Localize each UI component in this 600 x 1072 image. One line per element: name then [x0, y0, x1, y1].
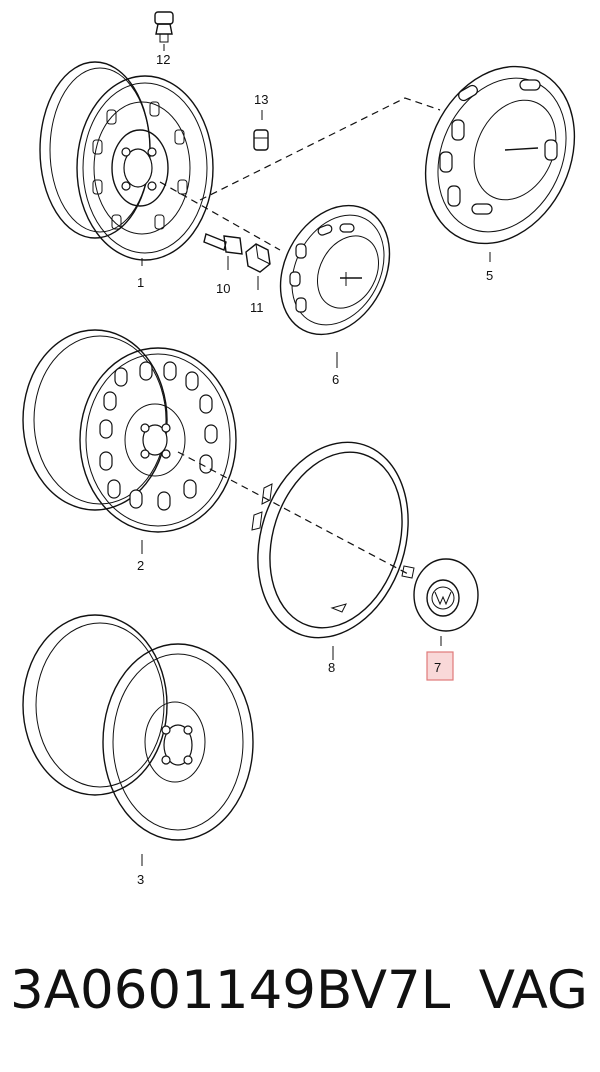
callout-13: 13 — [254, 92, 268, 107]
callout-2: 2 — [137, 558, 144, 573]
part-number: 3A0601149BV7L — [10, 960, 451, 1021]
exploded-parts-diagram: 12 13 1 10 11 5 6 2 8 3 7 — [22, 11, 576, 887]
callout-5: 5 — [486, 268, 493, 283]
brand-label: VAG — [478, 960, 588, 1021]
part-12-valve — [154, 11, 174, 51]
callout-12: 12 — [156, 52, 170, 67]
highlight-box-7[interactable] — [426, 651, 454, 681]
callout-10: 10 — [216, 281, 230, 296]
part-11-nut — [245, 243, 271, 290]
part-3-wheel — [22, 614, 254, 866]
part-1-steel-wheel — [39, 61, 214, 266]
callout-7: 7 — [434, 660, 441, 675]
part-5-wheel-cover — [424, 65, 576, 262]
part-8-trim-ring — [251, 441, 415, 660]
callout-1: 1 — [137, 275, 144, 290]
part-7-center-cap — [413, 558, 479, 646]
part-6-wheel-cover — [279, 204, 391, 368]
callout-8: 8 — [328, 660, 335, 675]
vw-logo-icon — [431, 586, 455, 610]
callout-3: 3 — [137, 872, 144, 887]
part-2-steel-wheel — [22, 329, 237, 554]
part-10-bolt — [203, 233, 243, 270]
callout-6: 6 — [332, 372, 339, 387]
callout-11: 11 — [250, 300, 264, 315]
part-13-cap — [253, 110, 269, 151]
